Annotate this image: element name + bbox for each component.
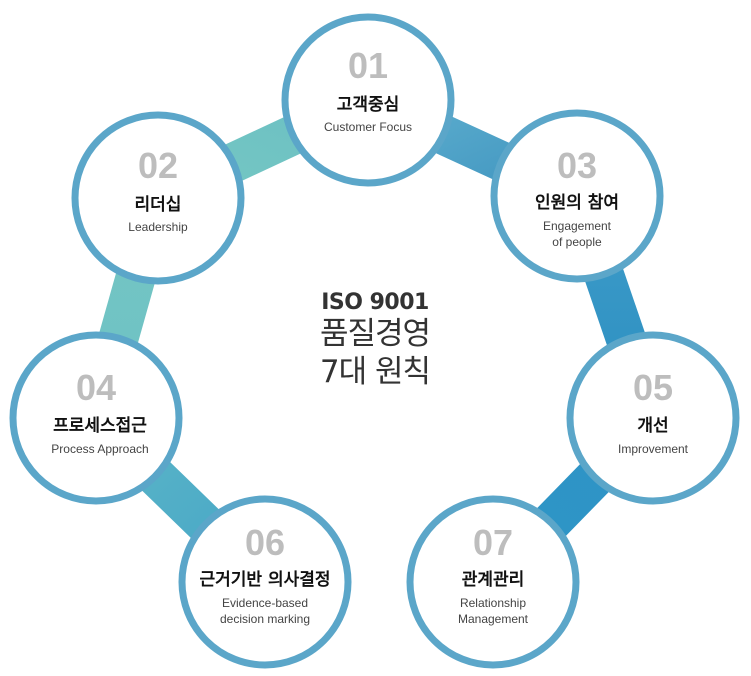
principle-05: 05 개선 Improvement [566, 331, 740, 505]
number-07: 07 [473, 522, 513, 563]
number-04: 04 [76, 367, 116, 408]
number-01: 01 [348, 45, 388, 86]
title-06: 근거기반 의사결정 [199, 570, 330, 590]
title-05: 개선 [637, 416, 668, 436]
title-01: 고객중심 [337, 95, 400, 115]
number-06: 06 [245, 522, 285, 563]
subtitle-06-line1: Evidence-based [222, 596, 308, 610]
title-02: 리더십 [135, 195, 182, 215]
circle-03 [490, 109, 664, 283]
subtitle-04: Process Approach [51, 442, 148, 456]
number-03: 03 [557, 145, 597, 186]
number-05: 05 [633, 367, 673, 408]
circle-06 [178, 495, 352, 669]
subtitle-05: Improvement [618, 442, 689, 456]
center-title: ISO 9001 품질경영 7대 원칙 [275, 290, 475, 391]
circle-02 [71, 111, 245, 285]
principle-07: 07 관계관리 Relationship Management [406, 495, 580, 669]
principle-04: 04 프로세스접근 Process Approach [9, 331, 183, 505]
subtitle-02: Leadership [128, 220, 188, 234]
center-title-line1: ISO 9001 [321, 290, 429, 315]
title-07: 관계관리 [462, 570, 525, 590]
principle-06: 06 근거기반 의사결정 Evidence-based decision mar… [178, 495, 352, 669]
subtitle-07-line2: Management [458, 612, 529, 626]
subtitle-01: Customer Focus [324, 120, 412, 134]
principle-02: 02 리더십 Leadership [71, 111, 245, 285]
title-03: 인원의 참여 [535, 192, 619, 213]
subtitle-03-line1: Engagement [543, 219, 612, 233]
circle-01 [281, 13, 455, 187]
center-title-line3: 7대 원칙 [319, 354, 431, 390]
number-02: 02 [138, 145, 178, 186]
title-04: 프로세스접근 [53, 416, 147, 436]
subtitle-06-line2: decision marking [220, 612, 310, 626]
subtitle-03-line2: of people [552, 235, 602, 249]
circle-07 [406, 495, 580, 669]
circle-04 [9, 331, 183, 505]
subtitle-07-line1: Relationship [460, 596, 526, 610]
circle-05 [566, 331, 740, 505]
principle-01: 01 고객중심 Customer Focus [281, 13, 455, 187]
center-title-line2: 품질경영 [319, 316, 431, 352]
principle-03: 03 인원의 참여 Engagement of people [490, 109, 664, 283]
